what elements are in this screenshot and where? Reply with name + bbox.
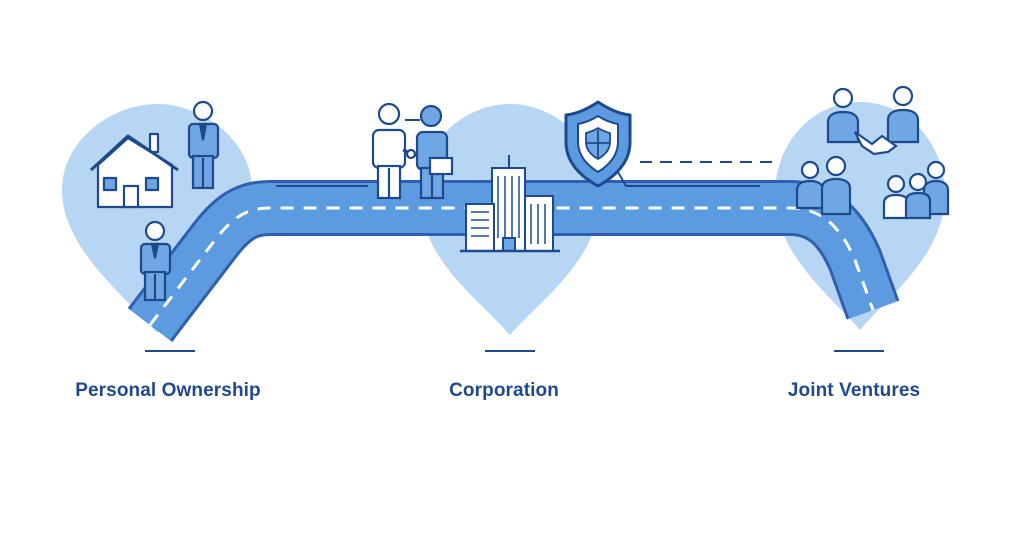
person-icon <box>139 220 172 302</box>
shield-icon <box>564 100 632 188</box>
people-group-icon <box>795 155 852 216</box>
stage-label-personal-ownership: Personal Ownership <box>75 380 261 401</box>
stage-label-corporation: Corporation <box>449 380 559 401</box>
handshake-icon <box>826 85 920 156</box>
decorative-lines <box>145 119 884 352</box>
road <box>127 180 900 343</box>
people-group-icon <box>882 160 950 220</box>
stage-label-joint-ventures: Joint Ventures <box>787 380 921 401</box>
handshake-icon <box>371 102 454 200</box>
building-icon <box>460 155 560 253</box>
house-icon <box>89 132 179 209</box>
road-center-dashes <box>148 206 875 326</box>
person-icon <box>187 100 220 190</box>
